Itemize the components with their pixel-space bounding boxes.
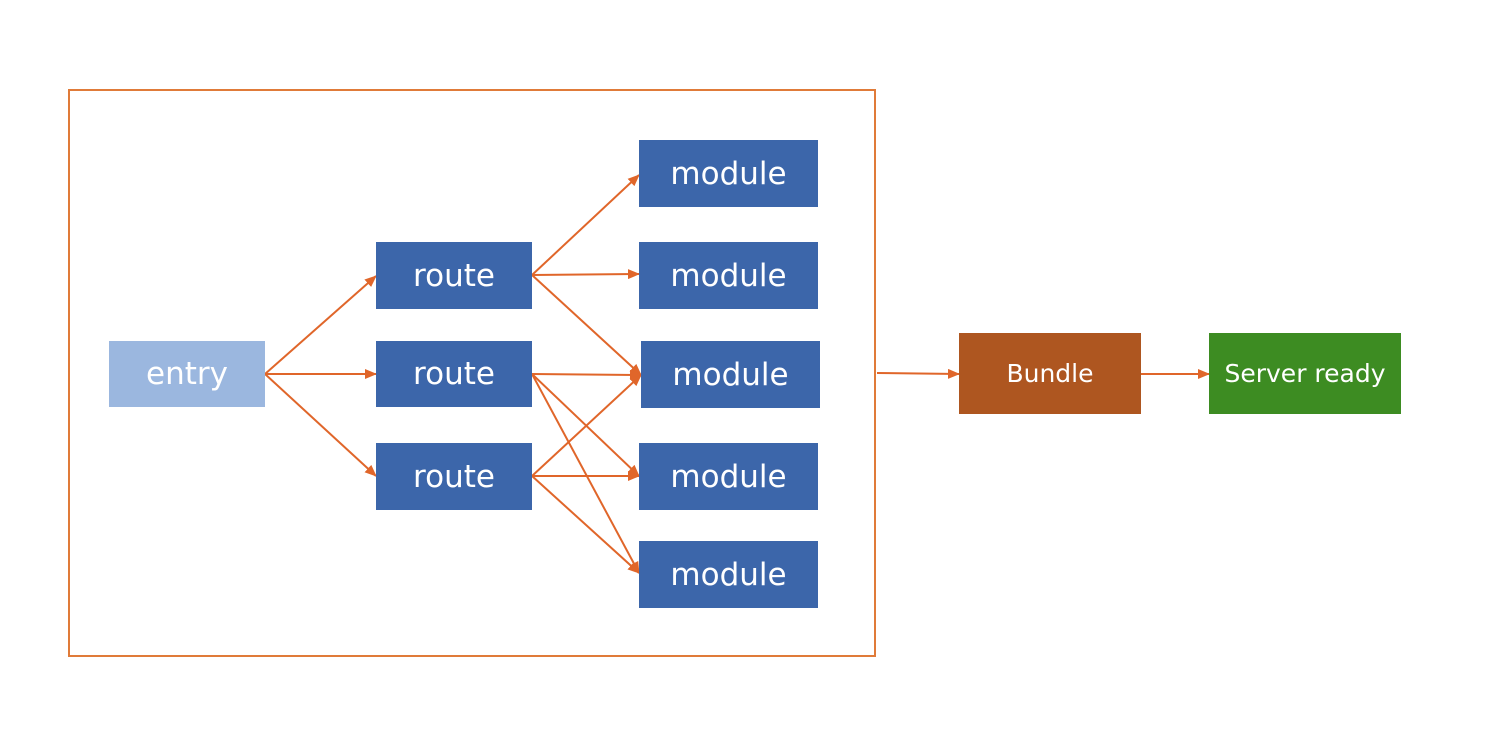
module-node-5: module	[639, 541, 818, 608]
module-node-label: module	[670, 155, 787, 192]
edge-route-1-to-module-1	[531, 174, 640, 276]
module-node-2: module	[639, 242, 818, 309]
edge-route-3-to-module-3	[531, 374, 642, 477]
module-node-label: module	[670, 556, 787, 593]
server-ready-node: Server ready	[1209, 333, 1401, 414]
edge-route-1-to-module-3	[531, 274, 642, 376]
route-node-1: route	[376, 242, 532, 309]
module-node-label: module	[670, 458, 787, 495]
module-node-1: module	[639, 140, 818, 207]
entry-node-label: entry	[146, 356, 228, 392]
edge-route-2-to-module-4	[531, 373, 640, 477]
module-node-3: module	[641, 341, 820, 408]
module-node-label: module	[672, 356, 789, 393]
dependency-graph-frame	[68, 89, 876, 657]
route-node-3: route	[376, 443, 532, 510]
module-node-4: module	[639, 443, 818, 510]
route-node-label: route	[413, 458, 495, 495]
module-node-label: module	[670, 257, 787, 294]
edge-route-2-to-module-5	[531, 373, 640, 574]
route-node-label: route	[413, 257, 495, 294]
edge-group-to-bundle	[876, 368, 960, 379]
entry-node: entry	[109, 341, 265, 407]
edge-entry-to-route-1	[264, 275, 377, 375]
edge-route-2-to-module-3	[531, 369, 642, 380]
bundle-node-label: Bundle	[1006, 359, 1094, 388]
edge-entry-to-route-3	[264, 373, 377, 477]
bundle-node: Bundle	[959, 333, 1141, 414]
route-node-label: route	[413, 356, 495, 392]
server-ready-node-label: Server ready	[1224, 359, 1386, 388]
route-node-2: route	[376, 341, 532, 407]
edge-route-1-to-module-2	[531, 269, 640, 280]
edge-route-3-to-module-5	[531, 475, 640, 574]
